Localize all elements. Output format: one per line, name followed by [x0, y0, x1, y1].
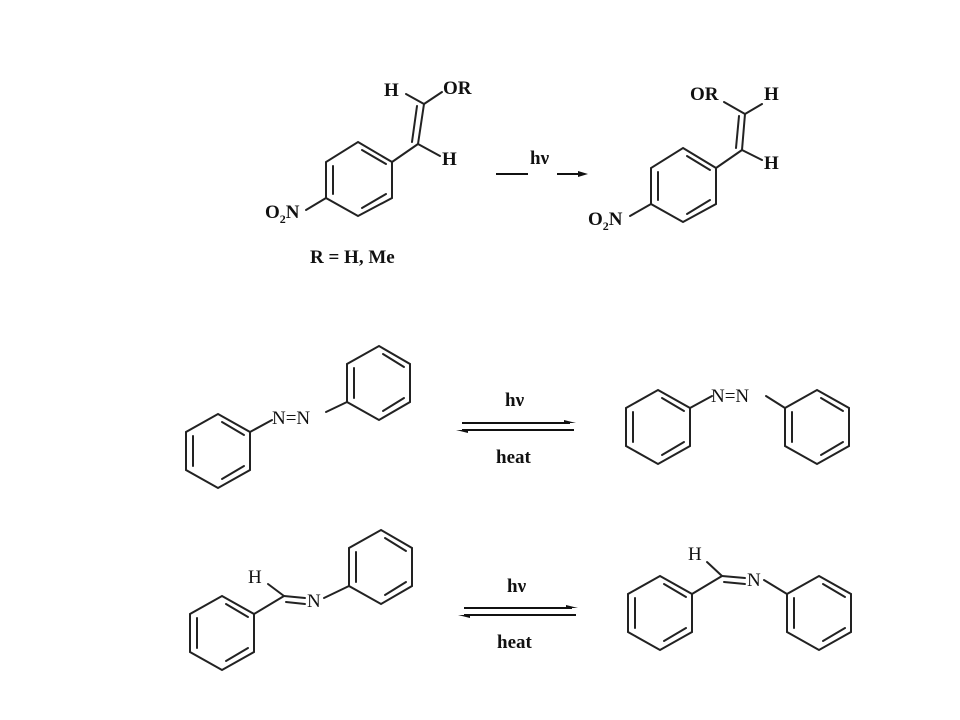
h-label: H: [764, 153, 779, 174]
light-condition-label: hν: [505, 390, 525, 411]
ring-double-bond: [822, 627, 846, 642]
ring-double-bond: [225, 647, 249, 662]
ring-double-bond: [361, 193, 387, 209]
r-group-footnote: R = H, Me: [310, 247, 395, 268]
imine-double-bond: [283, 595, 306, 599]
vinyl-or-bond: [723, 101, 746, 115]
or-label: OR: [443, 78, 472, 99]
ring-double-bond: [221, 421, 245, 436]
ring-ch-bond: [253, 595, 285, 615]
h-label: H: [764, 84, 779, 105]
imine-double-bond: [285, 601, 306, 605]
ring-double-bond: [221, 465, 245, 480]
o2n-label: O2N: [265, 202, 300, 226]
ring-double-bond: [225, 603, 249, 618]
h-label: H: [248, 567, 262, 588]
or-label: OR: [690, 84, 719, 105]
azo-label: N=N: [272, 408, 310, 429]
ring-double-bond: [686, 199, 711, 215]
benzene-ring: [189, 594, 255, 672]
ring-double-bond: [384, 581, 407, 596]
scheme1-product: OR H H O2N: [588, 84, 779, 233]
ring-double-bond: [384, 537, 407, 552]
vinyl-h-bond: [741, 149, 763, 161]
ring-double-bond: [661, 397, 685, 412]
n-label: N: [747, 570, 761, 591]
benzene-ring: [346, 344, 411, 422]
ring-vinyl-bond: [715, 149, 743, 169]
ring-double-bond: [820, 441, 844, 456]
ring-n-bond: [689, 395, 713, 409]
ring-double-bond: [661, 441, 685, 456]
nitro-bond: [629, 203, 652, 217]
scheme2-equilibrium-arrows: hν heat: [456, 390, 576, 468]
imine-double-bond: [721, 575, 746, 579]
ring-double-bond: [382, 353, 405, 368]
ring-n-bond: [249, 419, 273, 433]
ring-n-bond: [325, 401, 348, 413]
n-label: N: [307, 591, 321, 612]
benzene-ring: [625, 388, 691, 466]
vinyl-double-bond: [735, 115, 740, 149]
azo-label: N=N: [711, 386, 749, 407]
reverse-arrow-head: [456, 430, 468, 433]
scheme2-reactant: N=N: [185, 344, 411, 490]
h-label: H: [384, 80, 399, 101]
ring-n-bond: [765, 395, 786, 409]
n-ring-bond: [763, 579, 788, 595]
forward-arrow-head: [564, 420, 576, 423]
reverse-arrow-head: [458, 615, 470, 618]
benzene-ring: [784, 388, 850, 466]
n-ring-bond: [323, 585, 350, 599]
benzene-ring: [325, 140, 393, 218]
light-condition-label: hν: [530, 148, 550, 169]
vinyl-h-bond: [405, 93, 425, 105]
ring-ch-bond: [691, 575, 723, 595]
ring-double-bond: [663, 583, 687, 598]
benzene-ring: [185, 412, 251, 490]
light-condition-label: hν: [507, 576, 527, 597]
vinyl-h-bond: [744, 103, 763, 115]
ring-double-bond: [361, 149, 387, 165]
scheme3-reactant: H N: [189, 528, 413, 672]
imine-double-bond: [723, 581, 746, 585]
vinyl-h-bond: [417, 143, 441, 157]
ring-double-bond: [822, 583, 846, 598]
heat-condition-label: heat: [496, 447, 532, 468]
scheme3-equilibrium-arrows: hν heat: [458, 576, 578, 653]
o2n-label: O2N: [588, 209, 623, 233]
nitro-bond: [305, 197, 327, 211]
vinyl-double-bond: [741, 113, 746, 151]
ch-bond: [706, 561, 723, 577]
benzene-ring: [627, 574, 693, 652]
heat-condition-label: heat: [497, 632, 533, 653]
benzene-ring: [650, 146, 717, 224]
scheme1-arrow: hν: [496, 148, 588, 177]
forward-arrow-head: [566, 605, 578, 608]
h-label: H: [442, 149, 457, 170]
benzene-ring: [348, 528, 413, 606]
vinyl-double-bond: [417, 103, 425, 145]
vinyl-or-bond: [423, 91, 443, 105]
ring-vinyl-bond: [391, 143, 419, 163]
ring-double-bond: [820, 397, 844, 412]
scheme2-product: N=N: [625, 386, 850, 466]
ring-double-bond: [382, 397, 405, 412]
scheme3-product: H N: [627, 544, 852, 652]
arrow-head: [578, 171, 588, 177]
ring-double-bond: [686, 155, 711, 171]
ch-bond: [267, 583, 285, 597]
ring-double-bond: [663, 627, 687, 642]
h-label: H: [688, 544, 702, 565]
vinyl-double-bond: [411, 105, 418, 143]
scheme1-reactant: H OR H O2N: [265, 78, 472, 226]
benzene-ring: [786, 574, 852, 652]
